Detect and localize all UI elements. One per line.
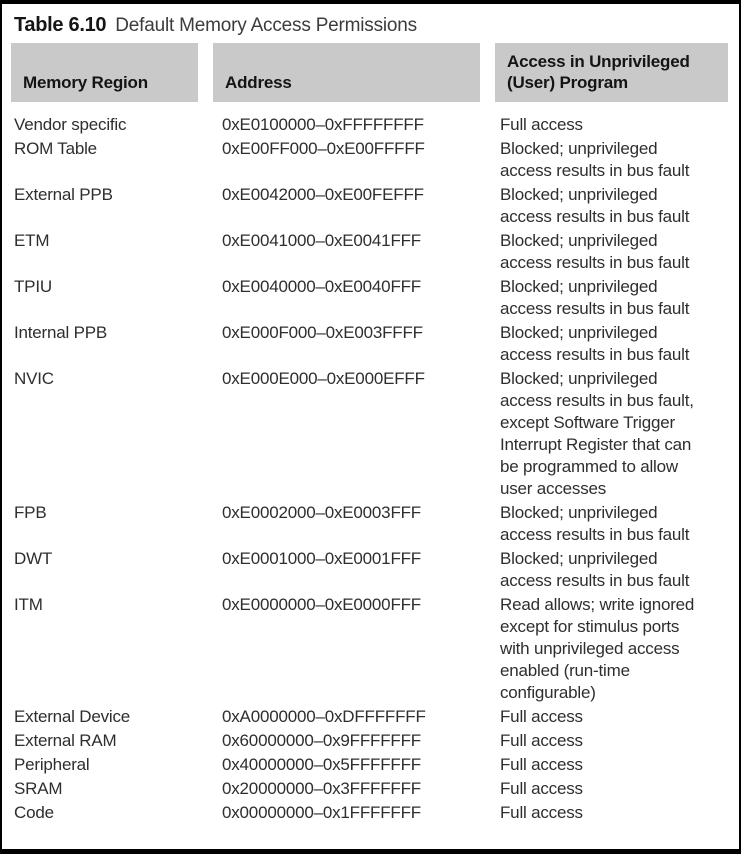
- cell-address: 0xE0040000–0xE0040FFF: [222, 277, 421, 296]
- cell-access: Read allows; write ignored except for st…: [500, 595, 695, 702]
- cell-address: 0xE0100000–0xFFFFFFFF: [222, 115, 424, 134]
- cell-access: Full access: [500, 731, 583, 750]
- table-row-code: Code 0x00000000–0x1FFFFFFF Full access: [14, 802, 728, 824]
- table-header-row: Memory Region Address Access in Unprivil…: [11, 43, 728, 102]
- cell-access: Full access: [500, 803, 583, 822]
- cell-address: 0x00000000–0x1FFFFFFF: [222, 803, 421, 822]
- table-row-internal-ppb: Internal PPB 0xE000F000–0xE003FFFF Block…: [14, 322, 728, 366]
- cell-address: 0xE0000000–0xE0000FFF: [222, 595, 421, 614]
- cell-memory-region: FPB: [14, 503, 47, 522]
- table-body: Vendor specific 0xE0100000–0xFFFFFFFF Fu…: [14, 114, 728, 824]
- table-row-external-ppb: External PPB 0xE0042000–0xE00FEFFF Block…: [14, 184, 728, 228]
- cell-access: Blocked; unprivileged access results in …: [500, 323, 690, 364]
- cell-memory-region: ROM Table: [14, 139, 97, 158]
- table-row-vendor-specific: Vendor specific 0xE0100000–0xFFFFFFFF Fu…: [14, 114, 728, 136]
- cell-access: Blocked; unprivileged access results in …: [500, 369, 694, 498]
- table-row-fpb: FPB 0xE0002000–0xE0003FFF Blocked; unpri…: [14, 502, 728, 546]
- cell-memory-region: External RAM: [14, 731, 117, 750]
- cell-access: Blocked; unprivileged access results in …: [500, 277, 690, 318]
- cell-memory-region: ETM: [14, 231, 50, 250]
- cell-memory-region: ITM: [14, 595, 43, 614]
- table-row-itm: ITM 0xE0000000–0xE0000FFF Read allows; w…: [14, 594, 728, 704]
- column-header-memory-region: Memory Region: [11, 43, 198, 102]
- column-header-address: Address: [213, 43, 480, 102]
- cell-memory-region: Vendor specific: [14, 115, 127, 134]
- cell-memory-region: TPIU: [14, 277, 52, 296]
- cell-access: Blocked; unprivileged access results in …: [500, 503, 690, 544]
- cell-access: Full access: [500, 707, 583, 726]
- cell-memory-region: Code: [14, 803, 54, 822]
- cell-address: 0xE000F000–0xE003FFFF: [222, 323, 423, 342]
- cell-address: 0x60000000–0x9FFFFFFF: [222, 731, 421, 750]
- cell-memory-region: Internal PPB: [14, 323, 108, 342]
- cell-access: Blocked; unprivileged access results in …: [500, 231, 690, 272]
- cell-memory-region: External Device: [14, 707, 131, 726]
- cell-memory-region: DWT: [14, 549, 53, 568]
- cell-address: 0xA0000000–0xDFFFFFFF: [222, 707, 426, 726]
- table-title: Default Memory Access Permissions: [115, 15, 417, 36]
- cell-memory-region: External PPB: [14, 185, 113, 204]
- table-row-external-device: External Device 0xA0000000–0xDFFFFFFF Fu…: [14, 706, 728, 728]
- cell-address: 0xE0042000–0xE00FEFFF: [222, 185, 424, 204]
- cell-address: 0x20000000–0x3FFFFFFF: [222, 779, 421, 798]
- cell-access: Full access: [500, 755, 583, 774]
- cell-memory-region: SRAM: [14, 779, 63, 798]
- table-row-rom-table: ROM Table 0xE00FF000–0xE00FFFFF Blocked;…: [14, 138, 728, 182]
- cell-access: Blocked; unprivileged access results in …: [500, 549, 690, 590]
- cell-access: Full access: [500, 779, 583, 798]
- table-row-nvic: NVIC 0xE000E000–0xE000EFFF Blocked; unpr…: [14, 368, 728, 500]
- table-number: Table 6.10: [14, 14, 107, 36]
- table-row-etm: ETM 0xE0041000–0xE0041FFF Blocked; unpri…: [14, 230, 728, 274]
- table-row-tpiu: TPIU 0xE0040000–0xE0040FFF Blocked; unpr…: [14, 276, 728, 320]
- table-row-sram: SRAM 0x20000000–0x3FFFFFFF Full access: [14, 778, 728, 800]
- cell-access: Full access: [500, 115, 583, 134]
- cell-memory-region: Peripheral: [14, 755, 90, 774]
- table-row-dwt: DWT 0xE0001000–0xE0001FFF Blocked; unpri…: [14, 548, 728, 592]
- cell-address: 0x40000000–0x5FFFFFFF: [222, 755, 421, 774]
- cell-address: 0xE00FF000–0xE00FFFFF: [222, 139, 425, 158]
- cell-access: Blocked; unprivileged access results in …: [500, 139, 690, 180]
- cell-address: 0xE0001000–0xE0001FFF: [222, 549, 421, 568]
- table-row-external-ram: External RAM 0x60000000–0x9FFFFFFF Full …: [14, 730, 728, 752]
- cell-access: Blocked; unprivileged access results in …: [500, 185, 690, 226]
- cell-address: 0xE0041000–0xE0041FFF: [222, 231, 421, 250]
- cell-address: 0xE0002000–0xE0003FFF: [222, 503, 421, 522]
- table-row-peripheral: Peripheral 0x40000000–0x5FFFFFFF Full ac…: [14, 754, 728, 776]
- table-caption: Table 6.10 Default Memory Access Permissi…: [2, 4, 739, 43]
- cell-memory-region: NVIC: [14, 369, 54, 388]
- cell-address: 0xE000E000–0xE000EFFF: [222, 369, 425, 388]
- column-header-access: Access in Unprivileged (User) Program: [495, 43, 728, 102]
